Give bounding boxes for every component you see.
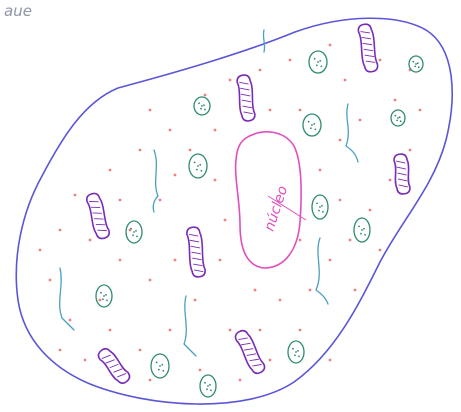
cytoplasm-dot bbox=[319, 169, 322, 172]
cytoplasm-dot bbox=[349, 239, 352, 242]
er-squiggle bbox=[153, 150, 158, 212]
elongated-organelle bbox=[233, 328, 268, 376]
cytoplasm-dot bbox=[254, 289, 257, 292]
mitochondrion bbox=[354, 218, 370, 242]
cytoplasm-dot bbox=[224, 219, 227, 222]
cytoplasm-dot bbox=[259, 329, 262, 332]
nucleus-outline bbox=[236, 132, 302, 268]
cytoplasm-dot bbox=[409, 149, 412, 152]
elongated-organelle bbox=[393, 153, 412, 194]
cytoplasm-dot bbox=[339, 139, 342, 142]
cytoplasm-dot bbox=[169, 329, 172, 332]
mitochondrion bbox=[194, 97, 210, 115]
cytoplasm-dot bbox=[169, 129, 172, 132]
cytoplasm-dot bbox=[229, 329, 232, 332]
mitochondrion bbox=[309, 51, 327, 73]
nucleus-label: núcleo bbox=[262, 184, 292, 233]
cytoplasm-dot bbox=[359, 119, 362, 122]
cytoplasm-dot bbox=[394, 99, 397, 102]
elongated-organelle bbox=[236, 74, 257, 122]
nucleus: núcleo bbox=[236, 132, 306, 268]
cytoplasm-dot bbox=[309, 289, 312, 292]
mitochondrion bbox=[312, 195, 328, 219]
cytoplasm-dot bbox=[39, 249, 42, 252]
cytoplasm-dot bbox=[279, 299, 282, 302]
cytoplasm-dot bbox=[149, 379, 152, 382]
cytoplasm-dot bbox=[189, 149, 192, 152]
cytoplasm-dot bbox=[389, 179, 392, 182]
er-squiggle bbox=[60, 268, 74, 330]
cytoplasm-dot bbox=[59, 349, 62, 352]
mitochondrion bbox=[288, 341, 304, 363]
cytoplasm-dot bbox=[369, 209, 372, 212]
cytoplasm-dot bbox=[199, 369, 202, 372]
cytoplasm-dot bbox=[109, 329, 112, 332]
elongated-organelle bbox=[185, 226, 207, 278]
cytoplasm-dot bbox=[354, 289, 357, 292]
mitochondrion bbox=[151, 354, 169, 378]
cytoplasm-dot bbox=[214, 129, 217, 132]
er-squiggle bbox=[263, 30, 264, 52]
elongated-organelle bbox=[357, 23, 380, 73]
cytoplasm-dot bbox=[99, 299, 102, 302]
cytoplasm-dot bbox=[149, 109, 152, 112]
cytoplasm-dot bbox=[299, 239, 302, 242]
mitochondrion bbox=[200, 375, 216, 397]
cytoplasm-dot bbox=[329, 44, 332, 47]
cytoplasm-dot bbox=[214, 179, 217, 182]
cytoplasm-dot bbox=[379, 249, 382, 252]
cytoplasm-dot bbox=[119, 199, 122, 202]
cytoplasm-dot bbox=[139, 149, 142, 152]
cytoplasm-dot bbox=[204, 94, 207, 97]
cytoplasm-dot bbox=[259, 69, 262, 72]
cytoplasm-dot bbox=[329, 359, 332, 362]
mitochondria-group bbox=[96, 51, 423, 397]
cytoplasm-dot bbox=[119, 259, 122, 262]
cytoplasm-dot bbox=[219, 259, 222, 262]
er-squiggle bbox=[346, 104, 358, 162]
cytoplasm-dot bbox=[89, 239, 92, 242]
cytoplasm-dot bbox=[344, 79, 347, 82]
cytoplasm-dot bbox=[174, 174, 177, 177]
elongated-organelle bbox=[96, 346, 133, 386]
cytoplasm-dot bbox=[49, 279, 52, 282]
er-squiggle bbox=[184, 296, 196, 356]
cytoplasm-dot bbox=[299, 109, 302, 112]
elongated-organelle-group bbox=[85, 23, 412, 386]
cytoplasm-dot bbox=[299, 329, 302, 332]
cytoplasm-dot bbox=[194, 299, 197, 302]
cytoplasm-dot bbox=[289, 59, 292, 62]
er-squiggle bbox=[316, 238, 328, 304]
mitochondrion bbox=[409, 56, 423, 72]
cytoplasm-dot bbox=[159, 199, 162, 202]
cytoplasm-dot bbox=[84, 359, 87, 362]
cytoplasm-dot bbox=[59, 229, 62, 232]
cytoplasm-dot bbox=[269, 109, 272, 112]
cytoplasm-dot bbox=[109, 169, 112, 172]
corner-text: aue bbox=[4, 2, 32, 20]
cytoplasm-dot bbox=[74, 194, 77, 197]
mitochondrion bbox=[391, 110, 405, 126]
mitochondrion bbox=[126, 221, 142, 243]
mitochondrion bbox=[96, 285, 112, 307]
cytoplasm-dots bbox=[39, 44, 422, 382]
cytoplasm-dot bbox=[419, 109, 422, 112]
cytoplasm-dot bbox=[379, 59, 382, 62]
cytoplasm-dot bbox=[229, 79, 232, 82]
cytoplasm-dot bbox=[139, 349, 142, 352]
cytoplasm-dot bbox=[149, 279, 152, 282]
cytoplasm-dot bbox=[329, 259, 332, 262]
mitochondrion bbox=[303, 114, 321, 136]
mitochondrion bbox=[189, 154, 207, 178]
cell-membrane bbox=[16, 18, 452, 404]
cytoplasm-dot bbox=[69, 319, 72, 322]
cytoplasm-dot bbox=[269, 359, 272, 362]
cytoplasm-dot bbox=[239, 379, 242, 382]
cytoplasm-dot bbox=[174, 259, 177, 262]
cytoplasm-dot bbox=[339, 199, 342, 202]
elongated-organelle bbox=[85, 192, 112, 240]
